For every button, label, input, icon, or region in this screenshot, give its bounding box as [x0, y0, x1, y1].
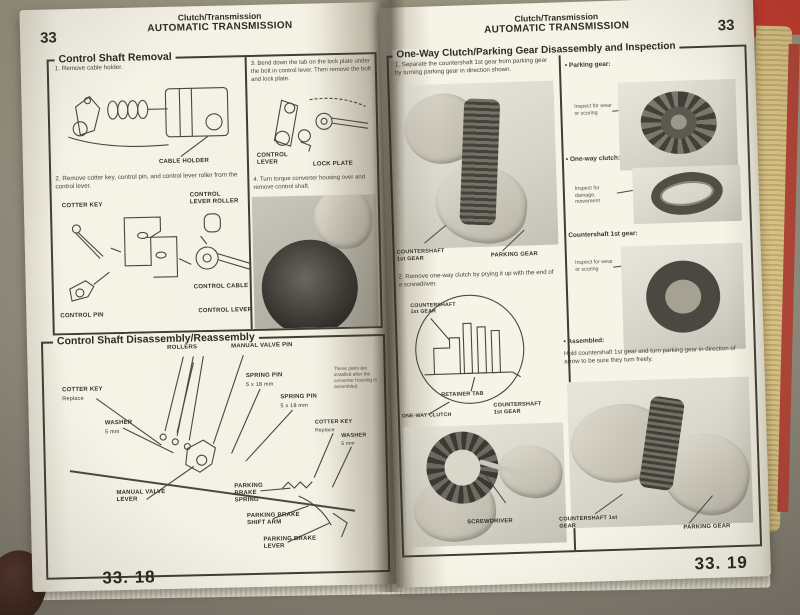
part-label: PARKING BRAKE SPRING	[234, 482, 263, 504]
part-label-note: Replace	[62, 395, 84, 403]
part-label: PARKING GEAR	[490, 251, 538, 259]
gear-separation-photo	[397, 80, 559, 250]
part-label: COUNTERSHAFT 1st GEAR	[410, 301, 456, 316]
part-label-note: Replace	[314, 427, 335, 434]
torque-converter-shape	[260, 238, 359, 329]
left-page-footer: 33. 18	[102, 567, 156, 588]
gear-stack-shape	[459, 98, 501, 226]
part-label: PARKING BRAKE SHIFT ARM	[246, 511, 300, 527]
inspection-note: Hold countershaft 1st gear and turn park…	[563, 344, 736, 366]
part-label-note: 5 mm	[341, 440, 355, 448]
left-page-number: 33	[39, 29, 57, 47]
inspection-note: Inspect for damage, movement	[574, 185, 600, 206]
right-page: Clutch/Transmission AUTOMATIC TRANSMISSI…	[378, 0, 772, 588]
part-label: LOCK PLATE	[312, 160, 353, 168]
part-label: COTTER KEY	[314, 418, 353, 426]
part-label: CONTROL LEVER ROLLER	[189, 191, 239, 206]
step-text: 2. Remove cotter key, control pin, and c…	[55, 171, 238, 191]
inspection-note: Inspect for wear or scoring	[574, 102, 612, 117]
lock-plate-diagram	[273, 97, 369, 152]
part-label: WASHER	[104, 419, 133, 427]
part-label: CONTROL CABLE	[193, 283, 249, 291]
part-label: PARKING BRAKE LEVER	[263, 535, 317, 550]
part-label: CONTROL LEVER	[256, 152, 288, 167]
part-label: COTTER KEY	[62, 386, 103, 394]
assembled-check-photo	[566, 376, 754, 529]
cable-holder-diagram	[68, 87, 229, 158]
part-label: RETAINER TAB	[441, 390, 484, 399]
part-label: MANUAL VALVE LEVER	[116, 489, 166, 504]
part-label: MANUAL VALVE PIN	[231, 342, 293, 350]
part-label: CABLE HOLDER	[158, 157, 210, 166]
retainer-tab-section-diagram	[415, 294, 525, 416]
assembly-note: These parts are installed after the conv…	[333, 366, 377, 391]
part-label: COUNTERSHAFT 1st GEAR	[396, 248, 445, 263]
part-label: COTTER KEY	[61, 202, 103, 210]
part-label: SPRING PIN	[245, 372, 283, 380]
screwdriver-prying-photo	[403, 422, 567, 548]
step-text: 3. Bend down the tab on the lock plate u…	[250, 58, 371, 83]
inspection-heading: • Assembled:	[563, 337, 605, 346]
part-label: WASHER	[341, 432, 367, 440]
inspection-note: Inspect for wear or scoring	[574, 258, 613, 273]
right-page-number: 33	[717, 16, 735, 35]
part-label: CONTROL LEVER	[198, 307, 253, 315]
control-shaft-exploded-diagram	[69, 355, 356, 543]
part-label: ROLLERS	[167, 344, 198, 351]
part-label: SPRING PIN	[280, 393, 318, 401]
right-page-footer: 33. 19	[694, 552, 749, 574]
one-way-clutch-ring-shape	[648, 167, 726, 220]
control-shaft-removal-box: 1. Remove cable holder. CABLE HOLDER 2. …	[46, 52, 383, 336]
step-text: 2. Remove one-way clutch by prying it up…	[398, 268, 554, 289]
inspection-heading: • Parking gear:	[564, 60, 611, 70]
one-way-clutch-photo	[632, 164, 742, 225]
inspection-heading: • Countershaft 1st gear:	[564, 230, 638, 240]
part-label: ONE-WAY CLUTCH	[401, 411, 452, 420]
part-label: SCREWDRIVER	[467, 518, 513, 526]
torque-converter-photo	[251, 194, 379, 329]
part-label: CONTROL PIN	[60, 312, 104, 320]
parking-gear-photo	[617, 78, 739, 171]
one-way-clutch-box: 1. Separate the countershaft 1st gear fr…	[386, 44, 763, 558]
part-label: COUNTERSHAFT 1st GEAR	[493, 401, 542, 416]
part-label: COUNTERSHAFT 1st GEAR	[559, 514, 618, 530]
countershaft-gear-photo	[620, 242, 746, 353]
part-label-note: 5 mm	[104, 429, 120, 436]
part-label: PARKING GEAR	[683, 523, 731, 531]
control-lever-exploded-diagram	[69, 213, 250, 302]
part-label-note: 5 x 18 mm	[280, 402, 309, 410]
part-label-note: 5 x 18 mm	[245, 381, 274, 389]
step-text: 4. Turn torque converter housing over an…	[253, 174, 366, 191]
inspection-heading: • One-way clutch:	[565, 154, 621, 164]
control-shaft-disassembly-box: ROLLERS MANUAL VALVE PIN COTTER KEY Repl…	[40, 333, 391, 580]
left-page: 33 Clutch/Transmission AUTOMATIC TRANSMI…	[19, 1, 397, 593]
